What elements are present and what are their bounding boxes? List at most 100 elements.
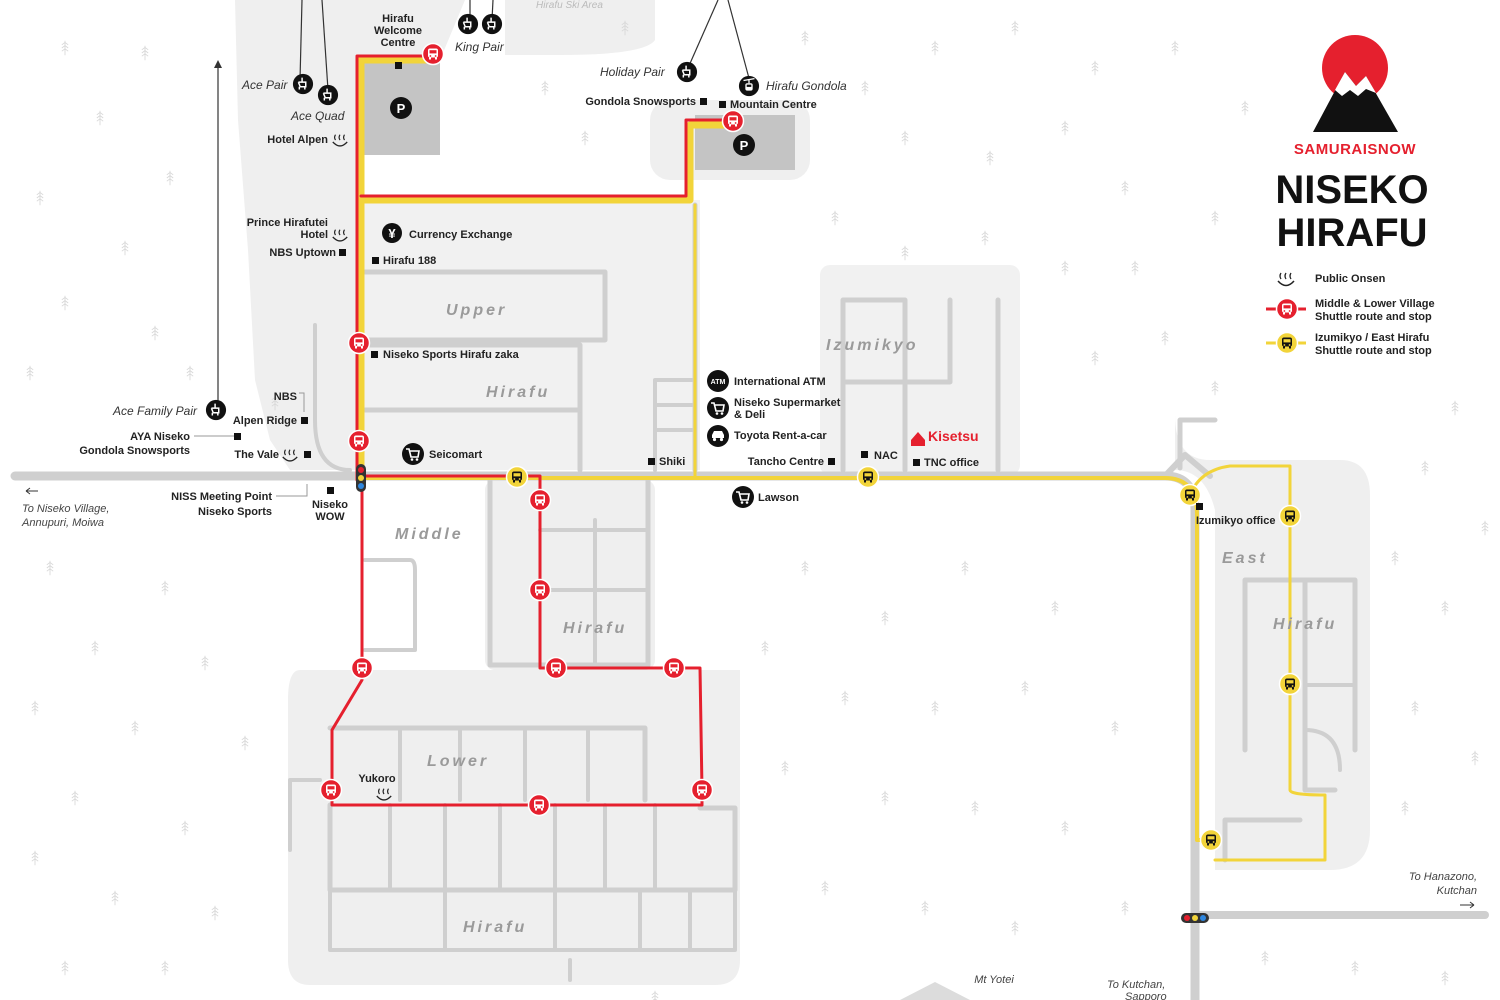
bus-stop-yellow[interactable] <box>1278 504 1302 528</box>
place-kisetsu[interactable]: Kisetsu <box>928 428 979 444</box>
parking-label: P <box>397 101 406 116</box>
bus-stop-red[interactable] <box>527 793 551 817</box>
tree-icon <box>1391 550 1399 566</box>
place-niss-line2: Niseko Sports <box>198 506 272 518</box>
direction-east-line2: Kutchan <box>1437 885 1477 897</box>
bus-stop-red[interactable] <box>347 429 371 453</box>
bus-stop-red[interactable] <box>662 656 686 680</box>
chairlift-icon[interactable] <box>205 399 227 421</box>
yen-symbol: ¥ <box>388 226 396 241</box>
place-niss-line1: NISS Meeting Point <box>171 491 272 503</box>
ski-area-label: Hirafu Ski Area <box>536 0 603 11</box>
place-alpen-ridge: Alpen Ridge <box>233 415 297 427</box>
place-nac: NAC <box>874 450 898 462</box>
tree-icon <box>1401 800 1409 816</box>
place-nbs: NBS <box>274 391 297 403</box>
chairlift-icon[interactable] <box>481 13 503 35</box>
chairlift-icon[interactable] <box>457 13 479 35</box>
tree-icon <box>1481 520 1489 536</box>
place-marker <box>913 459 920 466</box>
bus-stop-red[interactable] <box>528 488 552 512</box>
bus-stop-red[interactable] <box>421 42 445 66</box>
direction-mt-yotei: Mt Yotei <box>974 974 1014 986</box>
tree-icon <box>901 130 909 146</box>
place-niseko-sports-zaka: Niseko Sports Hirafu zaka <box>383 349 520 361</box>
lift-ace-pair[interactable]: Ace Pair <box>241 78 288 92</box>
chairlift-icon[interactable] <box>317 84 339 106</box>
tree-icon <box>1061 120 1069 136</box>
bus-stop-yellow[interactable] <box>1178 483 1202 507</box>
mountain-logo-icon <box>1313 72 1398 132</box>
tree-icon <box>1451 400 1459 416</box>
tree-icon <box>1211 210 1219 226</box>
traffic-light-icon <box>1181 913 1209 923</box>
tree-icon <box>981 230 989 246</box>
tree-icon <box>1061 260 1069 276</box>
bus-stop-red[interactable] <box>544 656 568 680</box>
place-aya-line2: Gondola Snowsports <box>79 445 190 457</box>
bus-stop-yellow[interactable] <box>505 465 529 489</box>
place-tnc-office: TNC office <box>924 457 979 469</box>
bus-stop-red[interactable] <box>347 331 371 355</box>
tree-icon <box>96 110 104 126</box>
bus-stop-red[interactable] <box>690 778 714 802</box>
tree-icon <box>1171 40 1179 56</box>
tree-icon <box>651 990 659 1000</box>
places: Hirafu Welcome Centre Hotel Alpen Prince… <box>79 13 1275 801</box>
place-supermarket-line1: Niseko Supermarket <box>734 397 841 409</box>
lift-holiday-pair[interactable]: Holiday Pair <box>600 65 666 79</box>
place-hotel-alpen: Hotel Alpen <box>267 134 328 146</box>
tree-icon <box>1161 330 1169 346</box>
tree-icon <box>1011 920 1019 936</box>
tree-icon <box>841 690 849 706</box>
tree-icon <box>1111 720 1119 736</box>
lift-ace-family-pair[interactable]: Ace Family Pair <box>112 404 198 418</box>
mountain-icon <box>900 982 970 1000</box>
tree-icon <box>1441 970 1449 986</box>
directions: To Niseko Village, Annupuri, Moiwa To Ha… <box>21 487 1477 1000</box>
tree-icon <box>241 735 249 751</box>
place-marker <box>1196 503 1203 510</box>
place-prince-line1: Prince Hirafutei <box>247 217 328 229</box>
tree-icon <box>1211 380 1219 396</box>
district-lower: Lower <box>427 753 489 770</box>
tree-icon <box>1091 350 1099 366</box>
title-line2: HIRAFU <box>1276 211 1427 255</box>
lift-ace-quad[interactable]: Ace Quad <box>290 109 345 123</box>
tree-icon <box>111 890 119 906</box>
lift-hirafu-gondola[interactable]: Hirafu Gondola <box>766 79 847 93</box>
bus-stop-yellow[interactable] <box>856 465 880 489</box>
local-roads <box>288 202 1358 982</box>
north-arrow-icon <box>214 60 222 68</box>
lift-king-pair[interactable]: King Pair <box>455 40 505 54</box>
tree-icon <box>201 655 209 671</box>
bus-stop-red[interactable] <box>528 578 552 602</box>
direction-south-line1: To Kutchan, <box>1107 979 1165 991</box>
parking-icon <box>733 134 755 156</box>
chairlift-icon[interactable] <box>292 73 314 95</box>
tree-icon <box>961 560 969 576</box>
chairlift-icon[interactable] <box>676 61 698 83</box>
place-izumikyo-office: Izumikyo office <box>1196 515 1275 527</box>
place-aya-line1: AYA Niseko <box>130 431 190 443</box>
tree-icon <box>781 760 789 776</box>
tree-icon <box>61 40 69 56</box>
tree-icon <box>986 150 994 166</box>
tree-icon <box>1441 600 1449 616</box>
direction-south-line2: Sapporo <box>1125 991 1167 1000</box>
place-currency-exchange: Currency Exchange <box>409 229 512 241</box>
bus-stop-red[interactable] <box>350 656 374 680</box>
shop-cart-icon <box>706 396 730 420</box>
tree-icon <box>1011 20 1019 36</box>
tree-icon <box>881 610 889 626</box>
place-toyota-rentacar: Toyota Rent-a-car <box>734 430 827 442</box>
place-supermarket-line2: & Deli <box>734 409 765 421</box>
tree-icon <box>1241 100 1249 116</box>
gondola-icon[interactable] <box>738 75 760 97</box>
district-lower-hirafu: Hirafu <box>463 919 527 936</box>
bus-stop-red[interactable] <box>319 778 343 802</box>
place-hirafu-188: Hirafu 188 <box>383 255 436 267</box>
bus-stop-yellow[interactable] <box>1199 828 1223 852</box>
bus-stop-red[interactable] <box>721 109 745 133</box>
bus-stop-yellow[interactable] <box>1278 672 1302 696</box>
